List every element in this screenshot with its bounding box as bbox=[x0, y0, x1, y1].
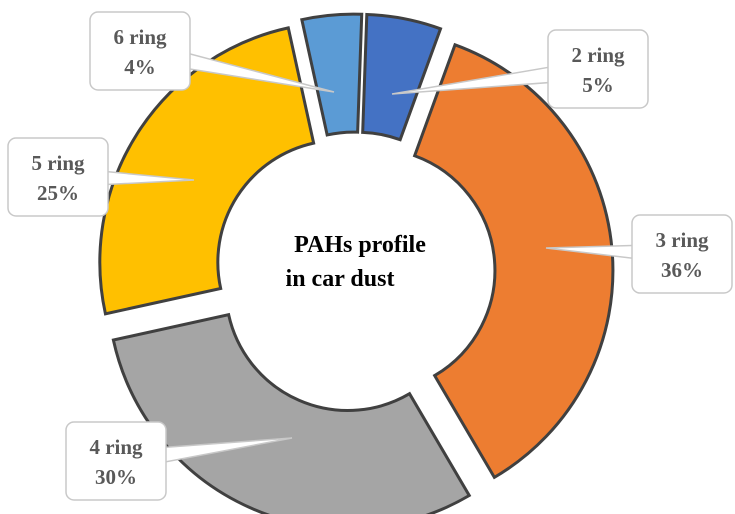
callout-2-ring: 2 ring 5% bbox=[391, 29, 649, 109]
callout-4-ring: 4 ring 30% bbox=[65, 421, 293, 501]
slice-category-label: 2 ring bbox=[571, 43, 625, 67]
slice-category-label: 4 ring bbox=[89, 435, 143, 459]
callout-5-ring: 5 ring 25% bbox=[7, 137, 195, 217]
doughnut-slices bbox=[98, 12, 615, 514]
callout-box bbox=[7, 137, 109, 217]
callout-box bbox=[547, 29, 649, 109]
slice-6-ring bbox=[300, 12, 364, 137]
callout-box bbox=[631, 214, 733, 294]
slice-2-ring bbox=[361, 12, 443, 142]
slice-percent-label: 30% bbox=[95, 465, 137, 489]
slice-callouts: 2 ring 5% 3 ring 36% 4 ring 30% 5 ring 25% 6 rin… bbox=[7, 11, 733, 501]
slice-category-label: 6 ring bbox=[113, 25, 167, 49]
callout-6-ring: 6 ring 4% bbox=[89, 11, 335, 93]
callout-box bbox=[89, 11, 191, 91]
slice-category-label: 3 ring bbox=[655, 228, 709, 252]
chart-title-line-1: PAHs profile bbox=[294, 232, 426, 258]
slice-percent-label: 25% bbox=[37, 181, 79, 205]
slice-percent-label: 5% bbox=[582, 73, 614, 97]
slice-percent-label: 4% bbox=[124, 55, 156, 79]
callout-box bbox=[65, 421, 167, 501]
callout-3-ring: 3 ring 36% bbox=[545, 214, 733, 294]
slice-4-ring bbox=[111, 312, 472, 514]
chart-title-line-2: in car dust bbox=[286, 266, 395, 292]
slice-3-ring bbox=[412, 42, 615, 480]
slice-percent-label: 36% bbox=[661, 258, 703, 282]
slice-category-label: 5 ring bbox=[31, 151, 85, 175]
